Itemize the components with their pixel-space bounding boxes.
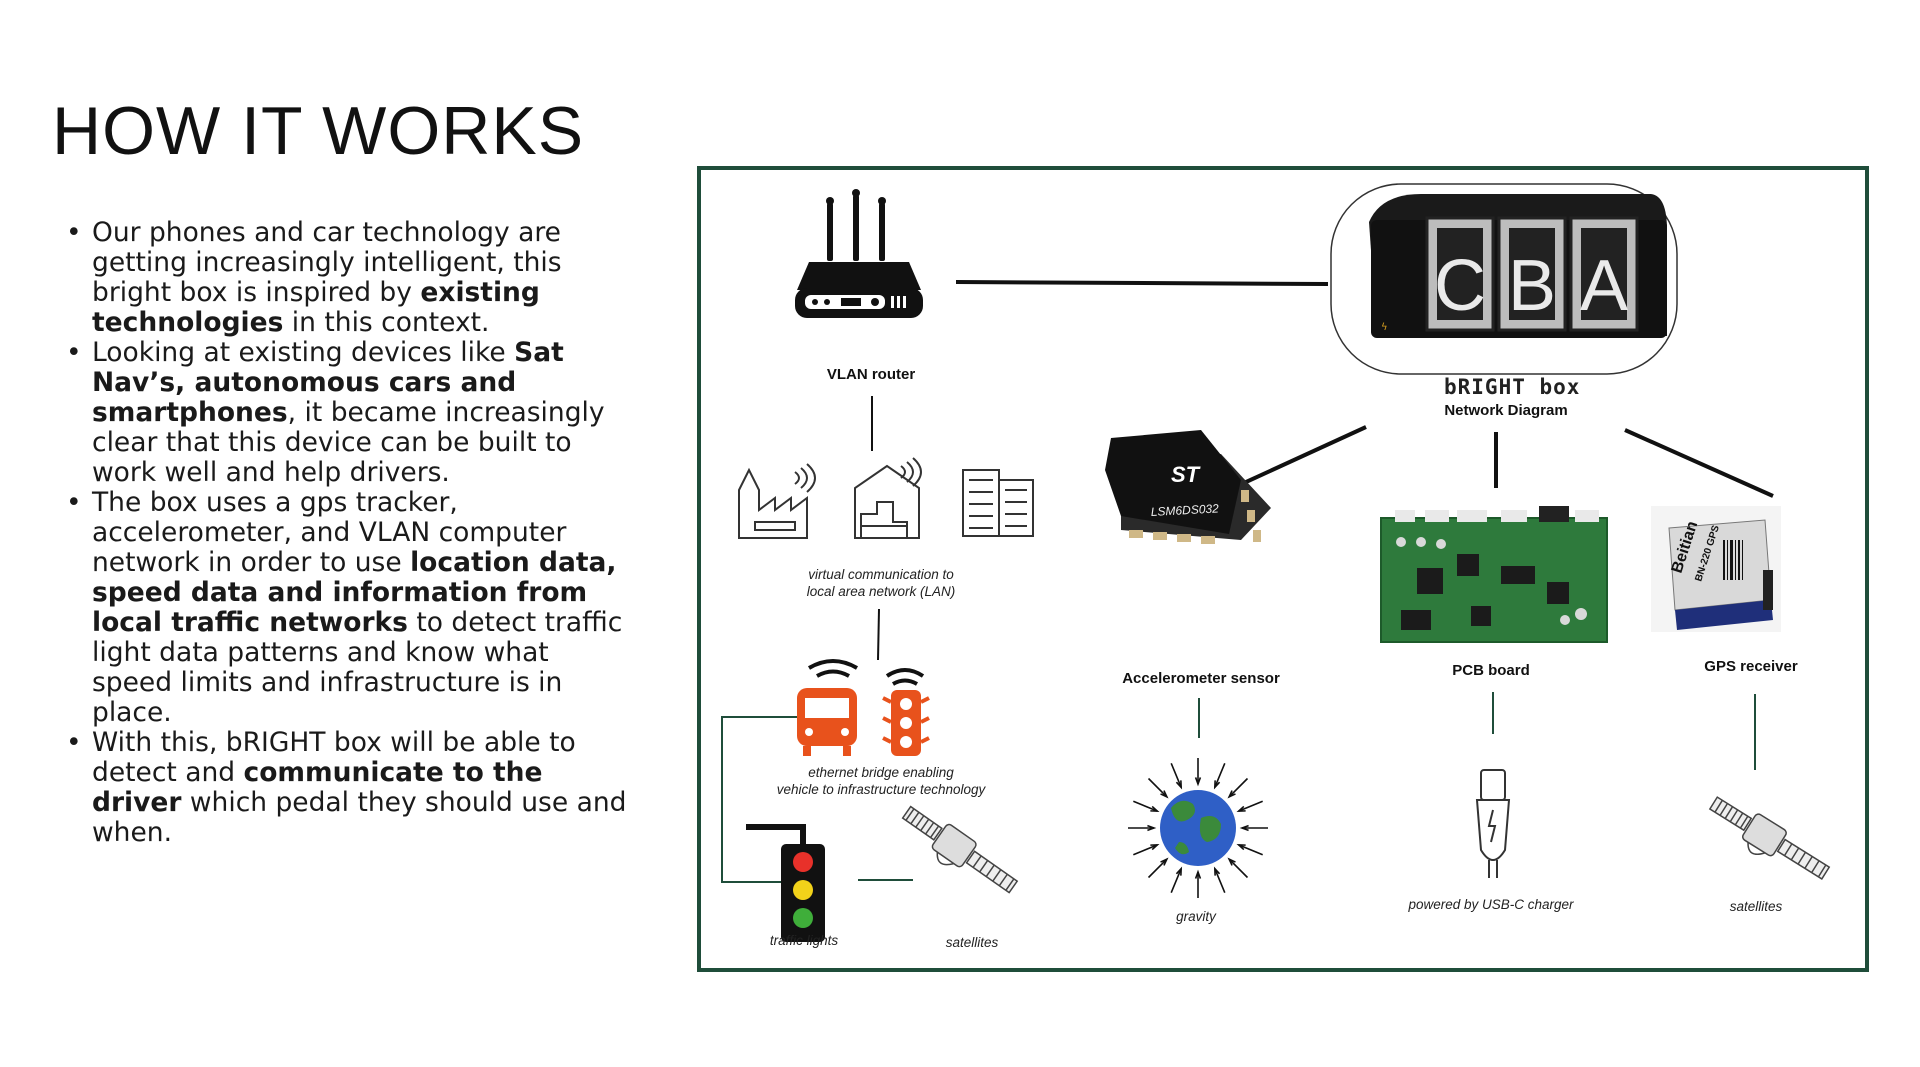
bullet-text: in this context. (283, 307, 490, 338)
gravity-arrowhead (1194, 869, 1202, 879)
gravity-arrowhead (1160, 790, 1169, 799)
gps-receiver-image: Beitian BN-220 GPS (1651, 506, 1781, 632)
gravity-arrow (1238, 800, 1263, 812)
pcb-board-image (1380, 506, 1608, 643)
slide-title: HOW IT WORKS (52, 93, 585, 169)
bullet-list: Our phones and car technology are gettin… (62, 218, 632, 848)
lan-to-bridge-line (877, 608, 880, 661)
bullet-text: With this, bRIGHT box will be able to de… (92, 727, 576, 788)
building-icon (854, 457, 922, 539)
gravity-arrowhead (1227, 857, 1236, 866)
gravity-arrow (1133, 800, 1158, 812)
connector-lines (721, 280, 1774, 883)
gravity-arrows (1128, 758, 1268, 898)
bullet-item: Looking at existing devices like Sat Nav… (62, 338, 632, 488)
bridge-to-traffic-line (721, 716, 799, 883)
accelerometer-label: Accelerometer sensor (1122, 670, 1280, 687)
accelerometer-chip: ST LSM6DS032 (1105, 430, 1271, 544)
gravity-earth-icon (1128, 758, 1268, 898)
bridge-caption: ethernet bridge enabling vehicle to infr… (761, 764, 1001, 798)
bullet-emphasis: Sat Nav’s, autonomous cars and smartphon… (92, 337, 564, 428)
bullet-text: to detect traffic light data patterns an… (92, 607, 623, 728)
pcb-board-label: PCB board (1452, 662, 1530, 679)
gravity-caption: gravity (1176, 909, 1216, 924)
network-diagram-subtitle: Network Diagram (1444, 402, 1568, 419)
vlan-router-label: VLAN router (826, 366, 916, 383)
letter-a: A (1580, 246, 1628, 326)
bright-box-image: C B A ϟ (1330, 183, 1678, 375)
gravity-arrow (1228, 777, 1249, 798)
gravity-arrowhead (1194, 777, 1202, 787)
bullet-text: Our phones and car technology are gettin… (92, 217, 562, 308)
satellite-icon-right (1708, 796, 1831, 880)
bullet-item: With this, bRIGHT box will be able to de… (62, 728, 632, 848)
gravity-arrowhead (1236, 843, 1246, 851)
satellite-icon-left (901, 805, 1019, 894)
gravity-arrowhead (1147, 824, 1157, 832)
gravity-arrowhead (1213, 780, 1221, 790)
satellites-left-caption: satellites (945, 935, 999, 950)
gravity-arrowhead (1227, 790, 1236, 799)
usb-charger-caption: powered by USB-C charger (1408, 897, 1574, 912)
gravity-arrow (1214, 763, 1226, 788)
network-diagram: C B A ϟ (697, 166, 1869, 972)
vlan-router-icon (795, 189, 923, 318)
bullet-item: Our phones and car technology are gettin… (62, 218, 632, 338)
gravity-arrow (1147, 777, 1168, 798)
bullet-text: The box uses a gps tracker, acceleromete… (92, 487, 567, 578)
letter-b: B (1508, 246, 1556, 326)
satellites-right-caption: satellites (1729, 899, 1783, 914)
bullet-emphasis: existing technologies (92, 277, 540, 338)
traffic-light-icon (746, 824, 825, 942)
gravity-arrow (1214, 868, 1226, 893)
st-logo: ST (1171, 462, 1201, 487)
gravity-arrowhead (1150, 805, 1160, 813)
bullet-text: , it became increasingly clear that this… (92, 397, 605, 488)
gravity-arrow (1228, 858, 1249, 879)
box-to-gps-line (1624, 428, 1774, 498)
gravity-arrowhead (1175, 866, 1183, 876)
gravity-arrowhead (1213, 866, 1221, 876)
gravity-arrow (1133, 844, 1158, 856)
letter-block-a: A (1569, 216, 1639, 332)
gravity-arrowhead (1175, 780, 1183, 790)
gravity-arrowhead (1239, 824, 1249, 832)
gravity-arrowhead (1160, 857, 1169, 866)
bullet-item: The box uses a gps tracker, acceleromete… (62, 488, 632, 728)
usb-c-cable-icon (1475, 769, 1511, 878)
letter-block-b: B (1497, 216, 1567, 332)
factory-icon (738, 463, 816, 539)
gravity-arrow (1170, 763, 1182, 788)
lan-caption: virtual communication to local area netw… (791, 566, 971, 600)
gravity-arrowhead (1150, 843, 1160, 851)
signal-icon (882, 668, 930, 756)
lan-caption-line-2: local area network (LAN) (806, 584, 956, 599)
bus-icon (797, 659, 859, 756)
bullet-emphasis: communicate to the driver (92, 757, 543, 818)
bright-box-brand: bRIGHT box (1444, 375, 1581, 399)
lan-caption-line-1: virtual communication to (808, 567, 954, 582)
gravity-arrow (1147, 858, 1168, 879)
bullet-text: Looking at existing devices like (92, 337, 515, 368)
power-indicator: ϟ (1381, 322, 1388, 333)
bullet-text: which pedal they should use and when. (92, 787, 627, 848)
bridge-caption-line-1: ethernet bridge enabling (808, 765, 954, 780)
gravity-arrowhead (1236, 805, 1246, 813)
bridge-caption-line-2: vehicle to infrastructure technology (776, 782, 986, 797)
server-rack-icon (962, 469, 1034, 537)
chip-model-text: LSM6DS032 (1150, 501, 1219, 519)
gravity-arrow (1238, 844, 1263, 856)
router-to-box-line (955, 280, 1329, 286)
traffic-lights-caption: traffic lights (769, 933, 839, 948)
letter-block-c: C (1425, 216, 1495, 332)
letter-c: C (1434, 246, 1486, 326)
gravity-arrow (1170, 868, 1182, 893)
diagram-canvas: C B A ϟ (721, 183, 1831, 942)
bullet-emphasis: location data, speed data and informatio… (92, 547, 617, 638)
gps-receiver-label: GPS receiver (1704, 658, 1798, 675)
